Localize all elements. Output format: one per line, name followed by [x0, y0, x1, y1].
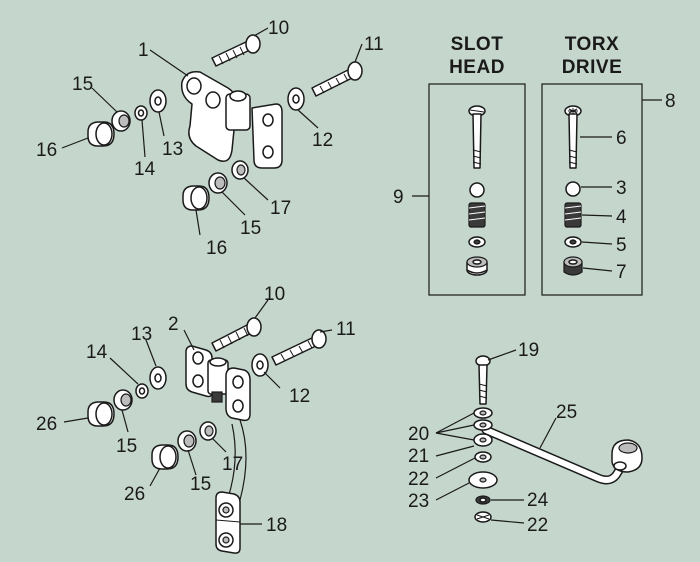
mounting-plate-18 [215, 491, 241, 554]
callout-kit-9: 9 [393, 187, 404, 208]
slot-head-ball [469, 182, 485, 198]
callout-top-12: 12 [312, 130, 333, 151]
callout-bottom-26a: 26 [36, 414, 57, 435]
callout-top-16b: 16 [206, 238, 227, 259]
cap-bottom-26a [87, 401, 115, 427]
stay-rod-25 [481, 425, 643, 485]
washer-23 [468, 471, 498, 489]
washer-bottom-13 [149, 366, 167, 390]
nut-22b [474, 511, 492, 523]
bolt-19 [475, 355, 491, 405]
hinge-body-1 [180, 70, 283, 169]
callout-kit-5: 5 [616, 235, 627, 256]
callout-stay-20: 20 [408, 424, 429, 445]
callout-kit-6: 6 [616, 128, 627, 149]
callout-bottom-12: 12 [289, 386, 310, 407]
callout-bottom-10: 10 [264, 284, 285, 305]
callout-kit-3: 3 [616, 178, 627, 199]
slot-head-header-line1: SLOT [451, 34, 504, 55]
slot-head-clip [468, 236, 486, 248]
washer-top-13 [149, 89, 167, 113]
bolt-top-10 [211, 34, 261, 67]
callout-top-15a: 15 [72, 74, 93, 95]
bush-21 [473, 433, 493, 447]
stay-assembly: 19 20 21 22 23 24 22 25 [408, 340, 643, 536]
callout-bottom-14: 14 [86, 342, 108, 363]
lockwasher-top-14 [134, 105, 148, 121]
callout-top-15b: 15 [240, 218, 261, 239]
torx-drive-header-line2: DRIVE [562, 57, 623, 78]
slot-head-header-line2: HEAD [449, 57, 505, 78]
callout-top-13: 13 [162, 139, 183, 160]
nut-bottom-17 [199, 421, 217, 441]
callout-bottom-26b: 26 [124, 484, 145, 505]
torx-bush [563, 256, 583, 276]
cap-top-16b [182, 185, 210, 211]
nut-top-17 [231, 160, 249, 180]
washer-bottom-12 [251, 353, 269, 377]
callout-stay-22a: 22 [408, 469, 429, 490]
callout-bottom-13: 13 [131, 324, 152, 345]
callout-stay-19: 19 [518, 340, 539, 361]
callout-top-10: 10 [268, 18, 289, 39]
callout-bottom-17: 17 [222, 454, 243, 475]
callout-stay-22b: 22 [527, 515, 548, 536]
callout-kit-4: 4 [616, 207, 627, 228]
nut-bottom-15b [177, 430, 197, 452]
callout-bottom-11: 11 [336, 319, 356, 340]
torx-ball [565, 181, 581, 197]
callout-bottom-2: 2 [168, 314, 179, 335]
nut-22a [474, 451, 492, 463]
slot-head-kit-box [428, 83, 526, 296]
callout-stay-21: 21 [408, 446, 429, 467]
callout-kit-8: 8 [665, 91, 676, 112]
callout-top-17: 17 [270, 198, 291, 219]
torx-screw [564, 105, 582, 169]
bottom-hinge-assembly: 2 10 11 12 13 14 15 15 17 18 26 26 [36, 284, 356, 554]
slot-head-kit: SLOT HEAD [428, 34, 526, 296]
nut-bottom-15a [113, 389, 133, 411]
cap-bottom-26b [151, 444, 179, 470]
bolt-bottom-10 [211, 317, 262, 352]
lockwasher-bottom-14 [135, 383, 149, 399]
nut-top-15a [111, 110, 131, 132]
torx-spring [564, 202, 582, 228]
bolt-bottom-11 [271, 329, 327, 366]
slot-head-bush [466, 256, 488, 276]
callout-kit-7: 7 [616, 262, 627, 283]
slot-head-spring [468, 202, 486, 228]
torx-drive-header-line1: TORX [565, 34, 619, 55]
callout-top-11: 11 [364, 34, 384, 55]
callout-top-16a: 16 [36, 140, 57, 161]
callout-stay-25: 25 [556, 402, 577, 423]
callout-stay-24: 24 [527, 490, 549, 511]
top-hinge-assembly: 1 10 11 12 13 14 15 15 16 16 17 [36, 18, 384, 259]
callout-stay-23: 23 [408, 491, 429, 512]
cap-top-16a [87, 121, 115, 147]
torx-clip [564, 236, 582, 248]
torx-drive-kit: TORX DRIVE [393, 34, 676, 296]
callout-bottom-15a: 15 [116, 436, 137, 457]
washer-20b [473, 419, 493, 431]
callout-bottom-15b: 15 [190, 474, 211, 495]
callout-top-14: 14 [134, 159, 156, 180]
nut-top-15b [208, 172, 228, 194]
hinge-body-2 [185, 345, 251, 422]
callout-bottom-18: 18 [266, 515, 287, 536]
slot-head-screw [468, 105, 486, 169]
washer-20a [473, 407, 493, 419]
torx-drive-kit-box [541, 83, 643, 296]
lockwasher-24 [475, 495, 491, 505]
callout-top-1: 1 [138, 40, 149, 61]
bolt-top-11 [311, 61, 363, 97]
washer-top-12 [287, 87, 305, 111]
